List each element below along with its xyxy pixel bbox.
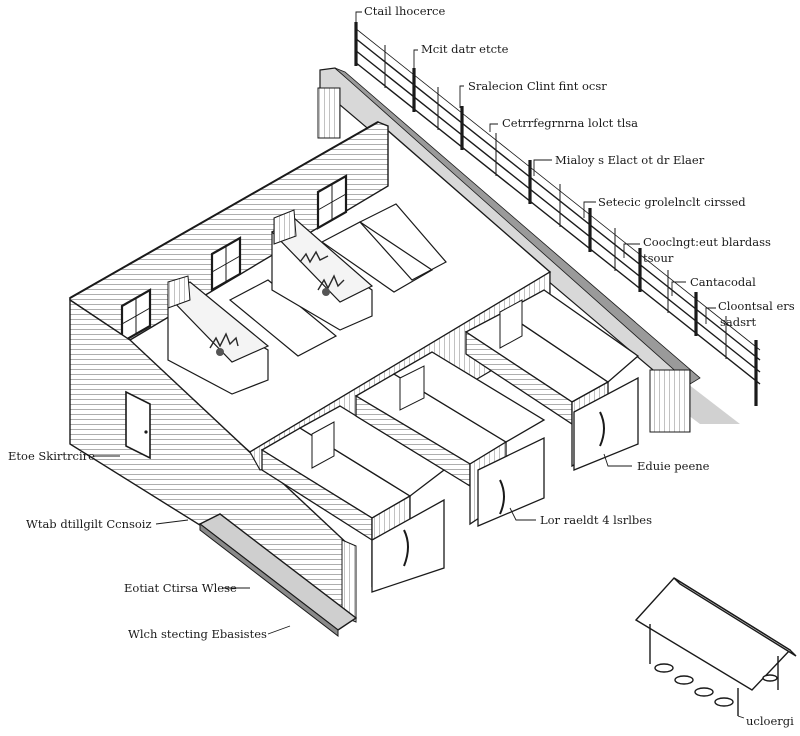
- label-grid-panel: Setecic grolelnclt cirssed: [598, 195, 746, 209]
- shelter-mini: [634, 577, 797, 716]
- loading-ramp: [198, 513, 358, 638]
- label-ramp-top: Eotiat Ctirsa Wlese: [124, 581, 237, 595]
- label-corner-block-2: tsour: [643, 251, 674, 265]
- planter-box-left: [167, 275, 270, 395]
- side-door: [125, 390, 151, 460]
- label-gate-panel: Cetrrfegrnrna lolct tlsa: [502, 116, 639, 130]
- stall-module-1: [260, 405, 446, 593]
- label-corner-block-1: Cooclngt:eut blardass: [643, 235, 771, 249]
- planter-box-right: [271, 209, 374, 331]
- leader-lines: [94, 11, 745, 719]
- label-ramp-bottom: Wlch stecting Ebasistes: [128, 627, 267, 641]
- label-side-post-1: Cloontsal ers: [718, 299, 795, 313]
- floor-stall-outlines: [228, 203, 447, 357]
- left-side-wall: [69, 298, 357, 623]
- label-contact: Cantacodal: [690, 275, 756, 289]
- label-fence-rail: Mcit datr etcte: [421, 42, 509, 56]
- rear-wall-beam: [317, 67, 740, 433]
- window-1: [120, 288, 152, 344]
- label-side-post-2: sadsrt: [720, 315, 757, 329]
- label-post-marker: Mialoy s Elact ot dr Elaer: [555, 153, 705, 167]
- perimeter-fence: [354, 22, 761, 406]
- label-stall-row: Lor raeldt 4 lsrlbes: [540, 513, 652, 527]
- stall-module-2: [354, 351, 546, 527]
- window-2: [210, 236, 242, 292]
- window-3: [316, 174, 348, 230]
- label-shelter-mini: ucloergi: [746, 714, 794, 728]
- label-stall-side: Eduie peene: [637, 459, 710, 473]
- label-side-shelter: Sralecion Clint fint ocsr: [468, 79, 607, 93]
- stall-module-3: [464, 289, 640, 471]
- label-entry: Etoe Skirtrcire: [8, 449, 95, 463]
- label-top-fence: Ctail lhocerce: [364, 4, 446, 18]
- label-wash-unit: Wtab dtillgilt Ccnsoiz: [26, 517, 152, 531]
